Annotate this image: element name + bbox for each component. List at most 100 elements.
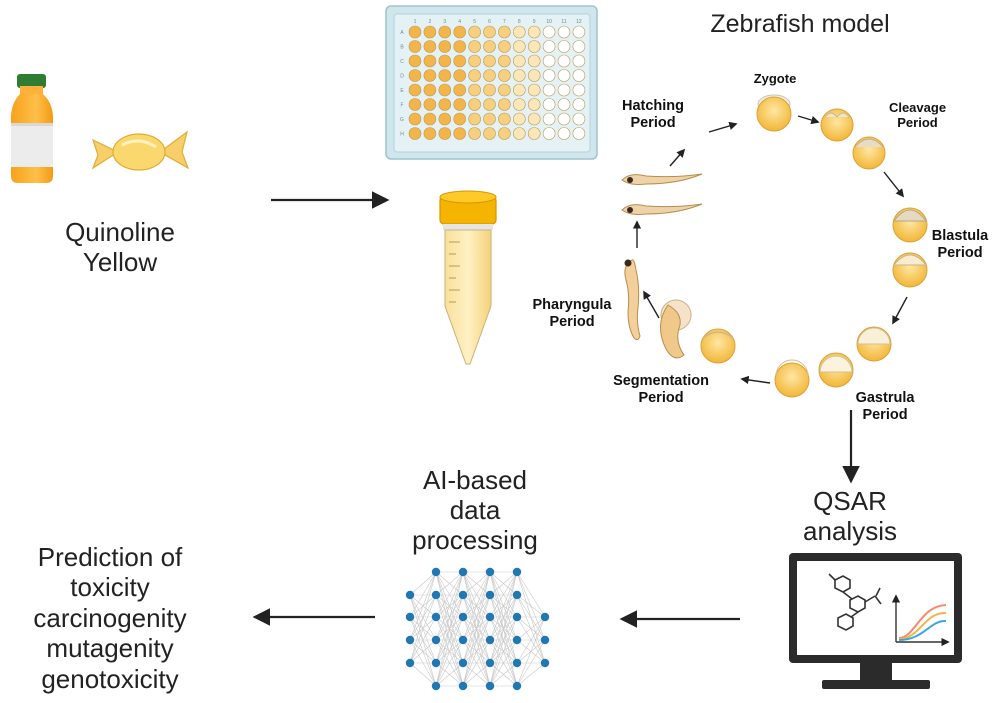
nn-node (512, 681, 522, 691)
nn-node (405, 635, 415, 645)
well-row-letter: E (400, 88, 404, 94)
nn-node (458, 658, 468, 668)
pharyngula-embryo-icon (624, 259, 641, 341)
well-column-number: 1 (414, 19, 417, 25)
well (542, 54, 556, 68)
nn-edge (409, 639, 437, 664)
well-column-number: 11 (561, 19, 566, 25)
well (572, 40, 586, 53)
well (483, 83, 496, 97)
nn-edge (435, 571, 464, 618)
well (423, 98, 437, 111)
well (557, 112, 571, 126)
well-row-letter: H (400, 132, 404, 138)
nn-edge (435, 571, 464, 687)
well (453, 83, 467, 97)
well (512, 98, 526, 111)
nn-node (485, 612, 495, 622)
zebrafish-title: Zebrafish model (710, 10, 890, 38)
nn-node (405, 612, 415, 622)
nn-node (540, 612, 550, 622)
prediction-label-line5: genotoxicity (41, 663, 179, 694)
well (408, 25, 422, 39)
well (438, 112, 452, 126)
blastula-label-line1: Blastula (931, 228, 989, 244)
nn-edge (516, 594, 546, 618)
qsar-label: QSAR analysis (775, 486, 925, 547)
well (512, 40, 526, 53)
well (408, 112, 422, 126)
prediction-label-line4: mutagenity (46, 633, 174, 664)
well (423, 127, 437, 140)
nn-node (485, 567, 495, 577)
nn-edge (516, 571, 546, 618)
nn-edge (516, 616, 546, 641)
well (557, 54, 571, 68)
well-column-number: 6 (488, 19, 491, 25)
nn-edge (489, 571, 518, 641)
nn-edge (489, 571, 518, 596)
neural-network-icon (405, 567, 550, 691)
well (468, 25, 481, 39)
well (483, 25, 496, 39)
nn-edge (489, 571, 518, 687)
well (557, 83, 571, 97)
well (527, 83, 541, 97)
nn-edge (435, 662, 464, 687)
well (468, 98, 481, 111)
well-row-letter: F (400, 103, 403, 109)
well (423, 25, 437, 39)
nn-edge (435, 571, 464, 596)
cleavage-label-line2: Period (897, 114, 938, 130)
nn-edge (516, 662, 546, 687)
nn-edge (409, 571, 437, 641)
well (438, 54, 452, 68)
ai-processing-label-line3: processing (412, 524, 538, 555)
well (498, 40, 511, 53)
well (468, 69, 481, 82)
well (572, 54, 586, 68)
nn-edge (409, 571, 437, 618)
ai-processing-label: AI-based data processing (400, 465, 550, 556)
nn-edge (462, 571, 491, 664)
segmentation-embryo-icon (660, 299, 736, 364)
nn-edge (435, 616, 464, 687)
well (468, 40, 481, 53)
well-column-number: 2 (429, 19, 432, 25)
nn-edge (435, 571, 464, 664)
gastrula-label-line1: Gastrula (855, 390, 915, 406)
gastrula-label: Gastrula Period (845, 390, 925, 423)
nn-edge (516, 616, 546, 664)
well (423, 40, 437, 53)
nn-node (431, 590, 441, 600)
well (453, 127, 467, 140)
nn-edge (489, 662, 518, 687)
well-column-number: 8 (518, 19, 521, 25)
nn-node (512, 590, 522, 600)
well (423, 69, 437, 82)
well-column-number: 7 (503, 19, 506, 25)
nn-edge (489, 571, 518, 618)
nn-node (431, 567, 441, 577)
nn-node (405, 658, 415, 668)
well (453, 25, 467, 39)
quinoline-label: Quinoline Yellow (40, 217, 200, 278)
well (557, 25, 571, 39)
nn-edge (435, 571, 464, 641)
well (572, 25, 586, 39)
well (498, 98, 511, 111)
well (483, 98, 496, 111)
hatching-label-line1: Hatching (621, 98, 685, 114)
nn-edge (409, 662, 437, 687)
well (527, 98, 541, 111)
well (438, 69, 452, 82)
qsar-label-line2: analysis (803, 515, 897, 546)
well (438, 127, 452, 140)
well (557, 98, 571, 111)
nn-node (485, 681, 495, 691)
nn-edge (462, 571, 491, 618)
well (512, 54, 526, 68)
segmentation-label-line2: Period (638, 389, 684, 406)
well-column-number: 5 (473, 19, 476, 25)
